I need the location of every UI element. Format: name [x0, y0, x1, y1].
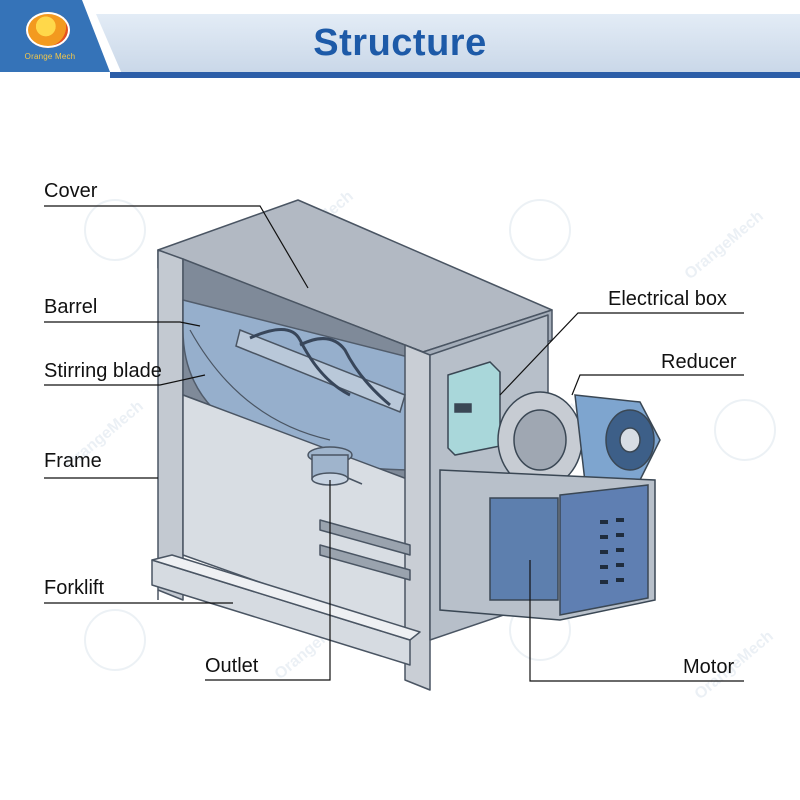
title-bar — [96, 14, 800, 74]
page-title: Structure — [313, 22, 487, 64]
label-forklift: Forklift — [44, 577, 104, 599]
leader-lines — [44, 205, 744, 682]
label-outlet: Outlet — [205, 655, 259, 677]
logo-text: Orange Mech — [24, 52, 76, 61]
logo-icon — [26, 12, 70, 48]
label-stirring-blade: Stirring blade — [44, 360, 162, 382]
label-frame: Frame — [44, 450, 102, 472]
outlet — [307, 446, 363, 486]
label-electrical-box: Electrical box — [608, 288, 727, 310]
title-underline — [110, 72, 800, 78]
reducer — [497, 391, 661, 489]
label-reducer: Reducer — [661, 351, 737, 373]
label-barrel: Barrel — [44, 296, 98, 318]
label-cover: Cover — [44, 180, 98, 202]
stirring-blade — [235, 328, 406, 414]
frame — [151, 199, 553, 691]
svg-text:OrangeMech: OrangeMech — [682, 208, 767, 283]
electrical-box — [447, 361, 501, 456]
header: Orange Mech Structure — [0, 0, 800, 78]
motor — [439, 469, 656, 621]
label-motor: Motor — [683, 656, 735, 678]
